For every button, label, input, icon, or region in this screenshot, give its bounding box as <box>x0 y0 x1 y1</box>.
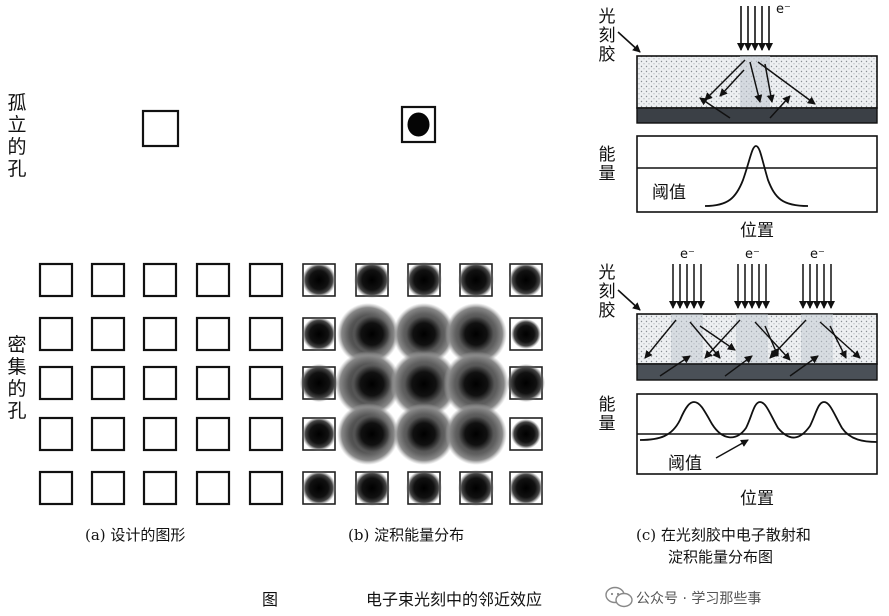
threshold-label-top: 阈值 <box>652 183 686 203</box>
threshold-pointer-bottom <box>715 439 749 459</box>
dense-exposure-grid <box>300 262 545 506</box>
single-beam-arrows <box>737 6 773 51</box>
triple-beam-arrows <box>669 264 835 309</box>
energy-curve-bottom <box>639 401 878 443</box>
scatter-arrows-top <box>699 59 816 119</box>
dense-holes-label: 密集的孔 <box>7 334 27 422</box>
electron-label-b1: e⁻ <box>680 247 695 262</box>
substrate-bottom <box>636 363 878 381</box>
electron-label-b2: e⁻ <box>745 247 760 262</box>
isolated-hole-label: 孤立的孔 <box>7 92 27 180</box>
resist-pointer-arrow-bottom <box>617 289 641 311</box>
energy-curve-top <box>704 145 809 207</box>
position-label-top: 位置 <box>740 221 774 241</box>
resist-label-bottom: 光刻胶 <box>598 263 616 321</box>
resist-label-top: 光刻胶 <box>598 7 616 65</box>
substrate-top <box>636 107 878 124</box>
caption-b: (b) 淀积能量分布 <box>348 526 465 544</box>
scatter-arrows-bottom <box>644 319 861 377</box>
threshold-label-bottom: 阈值 <box>668 454 702 474</box>
dense-design-grid <box>38 262 284 506</box>
electron-label-b3: e⁻ <box>810 247 825 262</box>
resist-pointer-arrow-top <box>617 31 641 53</box>
position-label-bottom: 位置 <box>740 489 774 509</box>
caption-c-line2: 淀积能量分布图 <box>668 548 774 566</box>
wechat-logo <box>605 586 633 608</box>
electron-label-top: e⁻ <box>776 2 791 17</box>
figure-label: 图 <box>262 590 279 609</box>
caption-a: (a) 设计的图形 <box>85 526 186 544</box>
isolated-exposure-dot <box>407 112 430 137</box>
energy-label-bottom: 能量 <box>598 395 616 434</box>
isolated-design-square <box>141 109 180 148</box>
watermark-text: 公众号 · 学习那些事 <box>636 591 762 607</box>
energy-label-top: 能量 <box>598 145 616 184</box>
energy-plot-top <box>636 135 878 213</box>
caption-c-line1: (c) 在光刻胶中电子散射和 <box>636 526 811 544</box>
figure-title: 电子束光刻中的邻近效应 <box>366 590 543 609</box>
